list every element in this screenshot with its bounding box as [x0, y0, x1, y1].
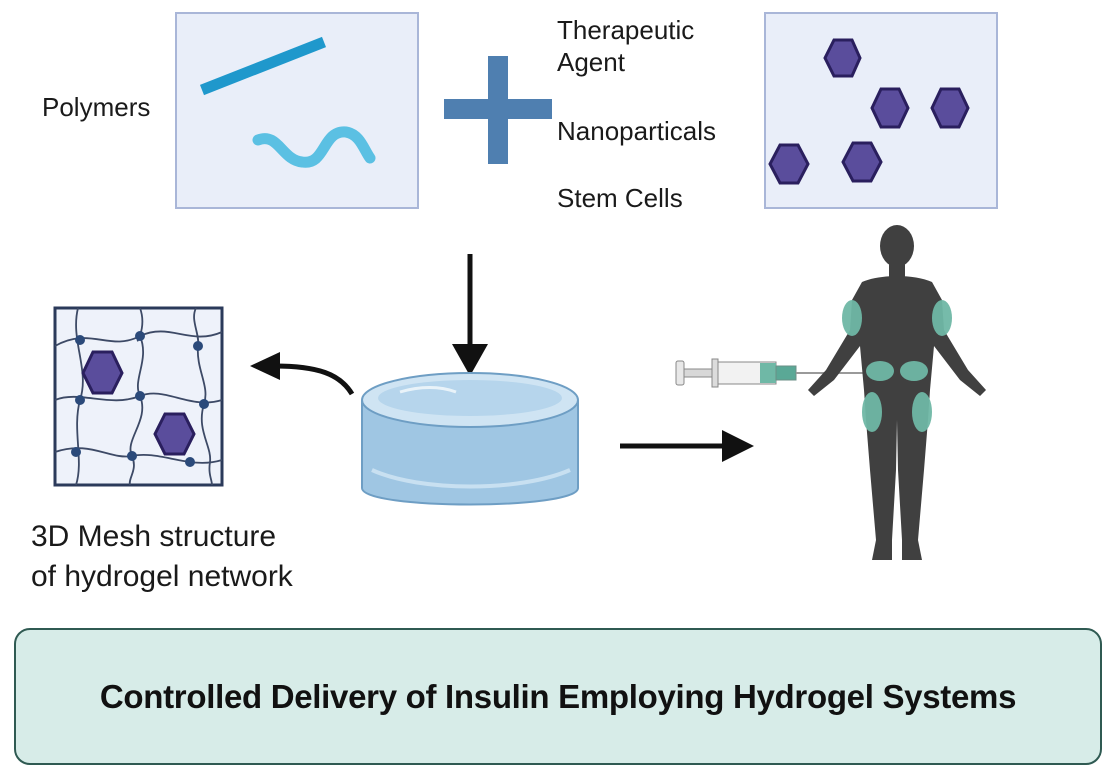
label-mesh-line2: of hydrogel network — [31, 560, 293, 593]
injection-site-icon — [842, 300, 862, 336]
injection-site-icon — [912, 392, 932, 432]
hexagon-icon — [768, 143, 810, 185]
plus-icon — [444, 56, 552, 164]
hexagon-icon — [823, 38, 862, 78]
curved-arrow-icon — [250, 352, 355, 396]
banner-title: Controlled Delivery of Insulin Employing… — [99, 677, 1017, 715]
polymer-wave-icon — [252, 126, 376, 168]
hexagon-icon — [930, 87, 970, 129]
syringe-icon — [675, 358, 864, 388]
polymer-rod-icon — [199, 36, 327, 96]
injection-sites — [842, 300, 952, 432]
down-arrow-icon — [452, 254, 488, 376]
right-arrow-icon — [620, 430, 754, 462]
injection-site-icon — [900, 361, 928, 381]
label-mesh-line1: 3D Mesh structure — [31, 520, 277, 553]
agents-box — [764, 12, 998, 209]
hydrogel-disc-icon — [361, 372, 579, 506]
hexagon-icon — [841, 141, 883, 183]
hexagon-icon — [81, 350, 124, 395]
injection-site-icon — [932, 300, 952, 336]
hexagon-icon — [153, 412, 196, 456]
hexagon-icon — [870, 87, 910, 129]
polymers-box — [175, 12, 419, 209]
label-polymers: Polymers — [42, 92, 151, 122]
title-banner: Controlled Delivery of Insulin Employing… — [14, 628, 1102, 765]
label-therapeutic-agent-line2: Agent — [557, 47, 625, 77]
injection-site-icon — [862, 392, 882, 432]
injection-site-icon — [866, 361, 894, 381]
human-body-icon — [808, 225, 986, 560]
mesh-structure-box — [53, 306, 224, 487]
label-stem-cells: Stem Cells — [557, 183, 683, 213]
label-nanoparticals: Nanoparticals — [557, 116, 716, 146]
label-therapeutic-agent-line1: Therapeutic — [557, 15, 695, 45]
